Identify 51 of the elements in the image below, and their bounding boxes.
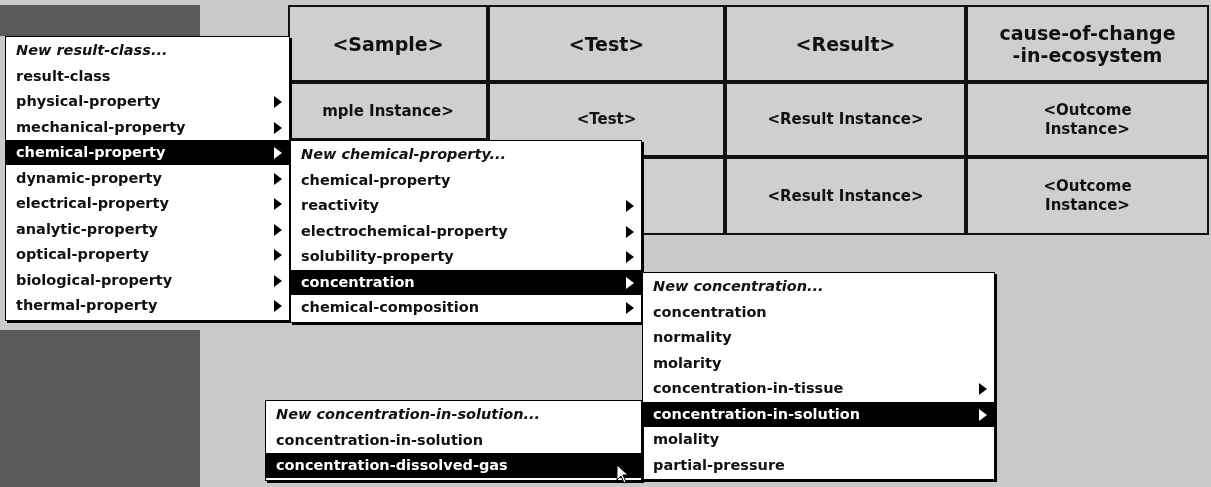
menu-item: New result-class... — [16, 42, 168, 58]
column-header: <Result> — [795, 32, 896, 55]
menu-item: molarity — [653, 354, 722, 371]
menu-item: normality — [653, 329, 732, 345]
dropdown-menu — [265, 400, 642, 481]
menu-item: mechanical-property — [16, 118, 186, 135]
menu-item: electrochemical-property — [301, 222, 508, 239]
menu-item: concentration-dissolved-gas — [276, 457, 508, 473]
table-header-cell — [288, 5, 488, 82]
menu-item: solubility-property — [301, 248, 454, 264]
dropdown-menu — [642, 272, 995, 480]
table-cell — [966, 157, 1209, 235]
menu-item: New concentration-in-solution... — [276, 406, 541, 422]
cell-text: <Outcome Instance> — [1042, 100, 1133, 139]
menu-item: chemical-property — [301, 171, 451, 188]
menu-item: concentration-in-tissue — [653, 380, 844, 396]
menu-item: New chemical-property... — [301, 146, 507, 162]
menu-item: analytic-property — [16, 220, 159, 237]
menu-item: dynamic-property — [16, 169, 162, 186]
table-cell — [966, 82, 1209, 157]
table-header-cell — [725, 5, 966, 82]
table-header-cell — [488, 5, 725, 82]
menu-item: chemical-property — [16, 144, 166, 160]
column-header: cause-of-change -in-ecosystem — [998, 21, 1177, 66]
table-cell — [725, 157, 966, 235]
table-header-cell — [966, 5, 1209, 82]
menu-item: reactivity — [301, 197, 380, 213]
column-header: <Test> — [568, 32, 645, 55]
dropdown-menu — [290, 140, 642, 323]
menu-item: optical-property — [16, 246, 149, 262]
menu-item: partial-pressure — [653, 456, 785, 473]
menu-item: New concentration... — [653, 278, 824, 294]
menu-item: concentration-in-solution — [276, 431, 484, 448]
menu-item: chemical-composition — [301, 299, 479, 315]
column-header: <Sample> — [332, 32, 444, 55]
cell-text: <Test> — [576, 110, 637, 129]
cell-text: mple Instance> — [322, 101, 454, 121]
menu-item: molality — [653, 431, 720, 447]
dropdown-menu — [5, 36, 290, 321]
menu-item: result-class — [16, 67, 111, 84]
cell-text: <Result Instance> — [767, 110, 924, 129]
table-cell — [725, 82, 966, 157]
menu-item: concentration-in-solution — [653, 405, 861, 422]
menu-item: biological-property — [16, 271, 173, 288]
menu-item: electrical-property — [16, 195, 169, 211]
menu-item: thermal-property — [16, 297, 158, 313]
menu-item: concentration — [301, 273, 415, 290]
cell-text: <Result Instance> — [767, 186, 924, 206]
menu-item: concentration — [653, 303, 767, 320]
cell-text: <Outcome Instance> — [1042, 177, 1133, 215]
menu-item: physical-property — [16, 93, 161, 109]
